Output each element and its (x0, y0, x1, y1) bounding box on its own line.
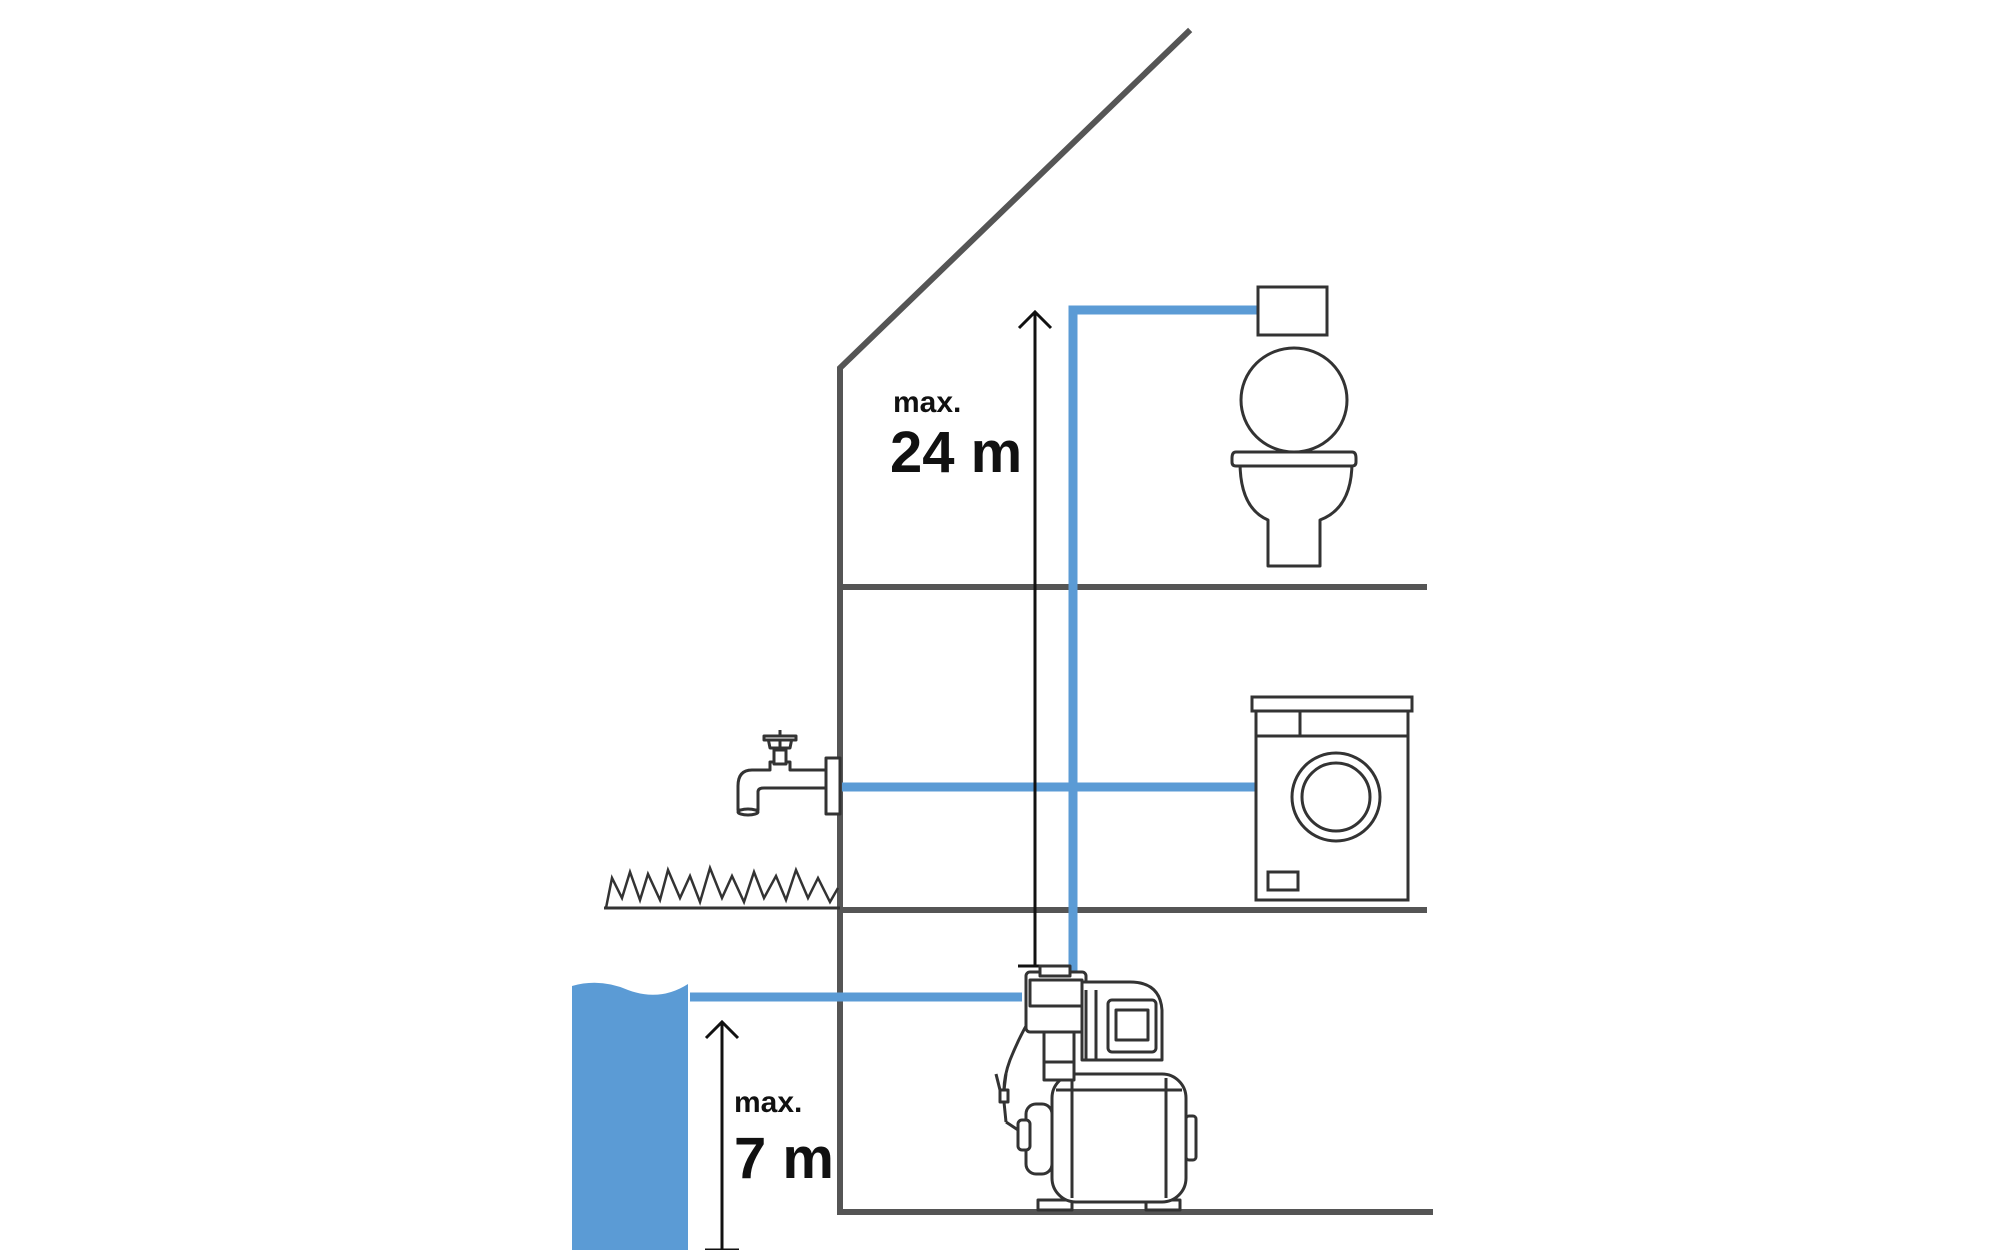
grass-icon (604, 864, 840, 910)
delivery-head-prefix: max. (893, 386, 961, 419)
suction-lift-prefix: max. (734, 1086, 802, 1119)
water-source-icon (572, 982, 688, 1250)
pipe-riser-to-cistern (1068, 305, 1258, 982)
suction-lift-arrow (704, 1019, 740, 1250)
water-pipes (690, 305, 1258, 1002)
house-roof-wall (837, 27, 1193, 1215)
washing-machine-icon (1250, 695, 1414, 902)
outdoor-tap-icon (736, 730, 842, 817)
house-waterworks-pump-icon (994, 964, 1198, 1212)
toilet-icon (1230, 346, 1358, 568)
suction-lift-value: 7 m (734, 1126, 834, 1191)
house-outline (837, 27, 1433, 1215)
cistern-icon (1256, 285, 1329, 337)
delivery-head-value: 24 m (890, 420, 1022, 485)
delivery-head-arrow (1017, 309, 1053, 968)
